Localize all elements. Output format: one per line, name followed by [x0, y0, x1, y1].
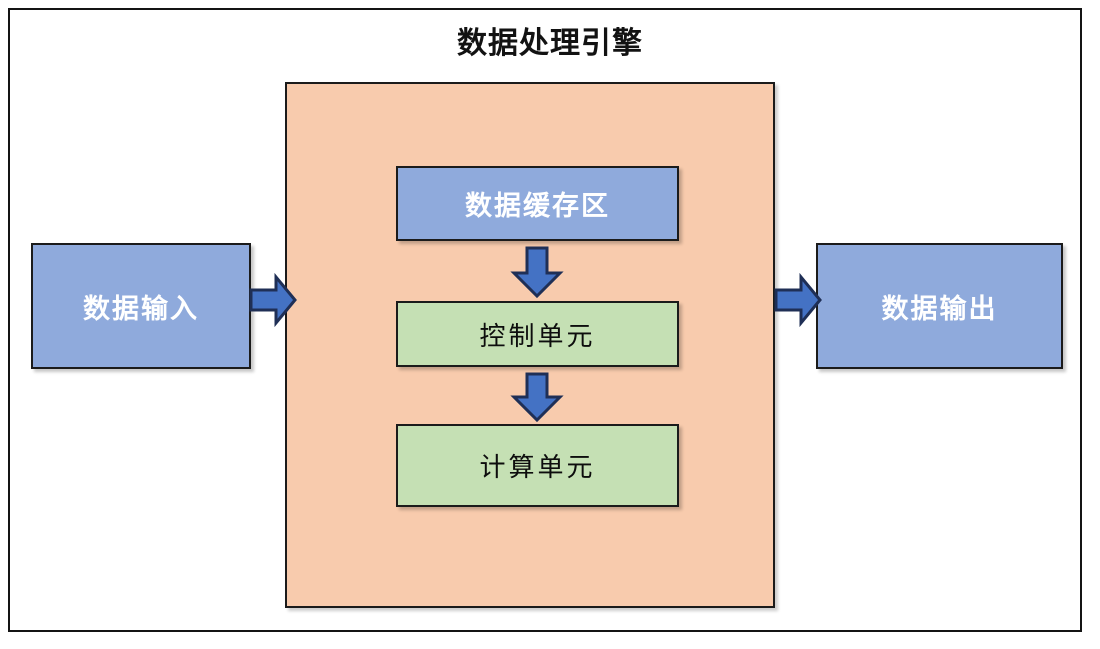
node-data-input[interactable]: 数据输入: [31, 243, 251, 369]
arrow-right-engine-to-output: [774, 272, 822, 328]
node-control-unit[interactable]: 控制单元: [396, 301, 679, 367]
node-data-output-label: 数据输出: [881, 293, 998, 325]
node-compute-unit[interactable]: 计算单元: [396, 424, 679, 507]
node-data-output[interactable]: 数据输出: [816, 243, 1063, 369]
arrow-down-cache-to-control: [510, 246, 564, 299]
node-data-cache[interactable]: 数据缓存区: [396, 166, 679, 241]
arrow-right-input-to-engine: [249, 272, 297, 328]
node-control-unit-label: 控制单元: [479, 321, 596, 352]
node-compute-unit-label: 计算单元: [479, 453, 596, 483]
node-data-cache-label: 数据缓存区: [465, 191, 610, 222]
page-title: 数据处理引擎: [457, 26, 643, 61]
arrow-down-control-to-compute: [510, 372, 564, 423]
node-data-input-label: 数据输入: [83, 293, 199, 325]
